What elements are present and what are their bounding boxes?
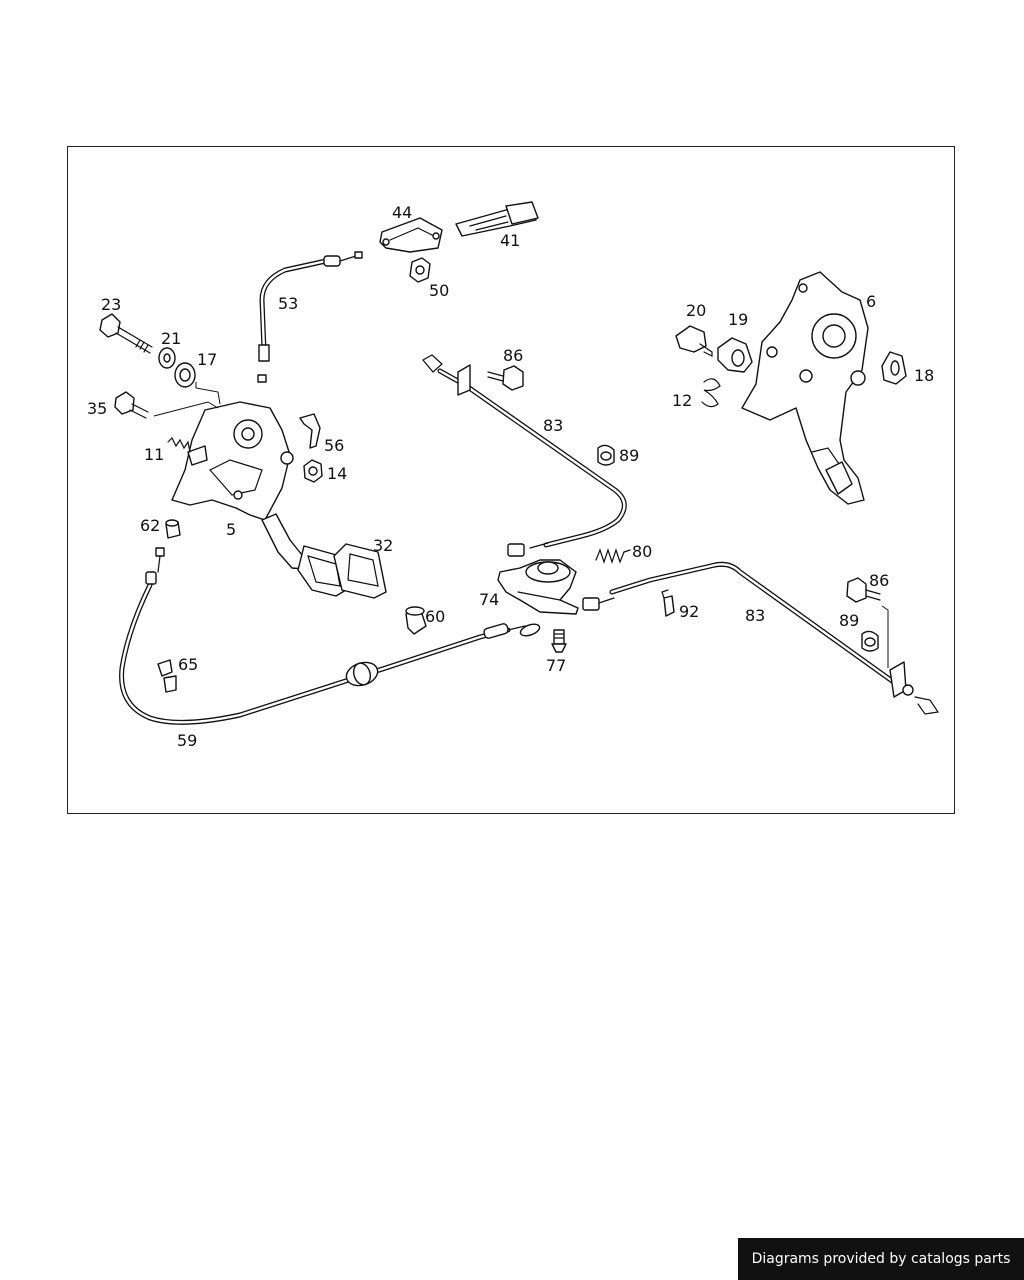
lever-plate-74 [497, 559, 579, 615]
callout-17: 17 [197, 350, 217, 369]
callout-44: 44 [392, 203, 412, 222]
callout-20: 20 [686, 301, 706, 320]
pedal-bracket-5 [171, 401, 347, 597]
callout-12: 12 [672, 391, 692, 410]
callout-18: 18 [914, 366, 934, 385]
callout-60: 60 [425, 607, 445, 626]
callout-86-upper: 86 [503, 346, 523, 365]
pin-20 [675, 325, 713, 357]
bracket-6 [741, 271, 869, 505]
footer-credit-text: Diagrams provided by catalogs parts [751, 1251, 1011, 1267]
cable-83-upper [422, 354, 627, 557]
clip-92 [661, 589, 675, 617]
bushing-89-lower [861, 630, 879, 652]
pedal-pad-32 [333, 543, 387, 599]
nut-50 [409, 257, 431, 283]
callout-65: 65 [178, 655, 198, 674]
callout-83-lower: 83 [745, 606, 765, 625]
diagram-frame [67, 146, 955, 814]
spring-80 [595, 548, 631, 564]
callout-5: 5 [226, 520, 236, 539]
callout-74: 74 [479, 590, 499, 609]
callout-92: 92 [679, 602, 699, 621]
cap-62 [165, 519, 181, 539]
callout-77: 77 [546, 656, 566, 675]
callout-56: 56 [324, 436, 344, 455]
nut-14 [303, 459, 323, 483]
bushing-17 [174, 362, 196, 388]
cable-83-lower [582, 561, 940, 715]
callout-6: 6 [866, 292, 876, 311]
bracket-44 [379, 217, 443, 253]
footer-credit-badge: Diagrams provided by catalogs parts [738, 1238, 1024, 1280]
callout-35: 35 [87, 399, 107, 418]
lever-41 [455, 201, 539, 237]
callouts: 23 21 17 35 11 56 14 5 62 32 53 44 41 50… [87, 203, 934, 750]
bolt-86-lower [846, 577, 881, 603]
cable-53 [257, 251, 363, 383]
bolt-35 [114, 391, 149, 419]
stud-77 [551, 629, 567, 653]
callout-89-lower: 89 [839, 611, 859, 630]
bolt-86-upper [487, 365, 524, 391]
callout-32: 32 [373, 536, 393, 555]
callout-41: 41 [500, 231, 520, 250]
callout-19: 19 [728, 310, 748, 329]
bushing-19 [717, 337, 753, 373]
callout-86-lower: 86 [869, 571, 889, 590]
spring-11 [167, 436, 191, 453]
callout-23: 23 [101, 295, 121, 314]
callout-53: 53 [278, 294, 298, 313]
callout-11: 11 [144, 445, 164, 464]
spring-12 [701, 378, 721, 408]
callout-62: 62 [140, 516, 160, 535]
bushing-89-upper [597, 444, 615, 466]
callout-59: 59 [177, 731, 197, 750]
clip-65 [157, 659, 177, 693]
bushing-18 [881, 351, 907, 385]
cable-59 [119, 547, 541, 725]
leader-lines [153, 382, 889, 668]
bolt-23 [99, 313, 153, 354]
callout-50: 50 [429, 281, 449, 300]
washer-21 [158, 347, 176, 369]
callout-14: 14 [327, 464, 347, 483]
callout-80: 80 [632, 542, 652, 561]
callout-89-upper: 89 [619, 446, 639, 465]
callout-83-upper: 83 [543, 416, 563, 435]
clip-56 [299, 413, 321, 449]
knob-60 [405, 606, 427, 635]
callout-21: 21 [161, 329, 181, 348]
